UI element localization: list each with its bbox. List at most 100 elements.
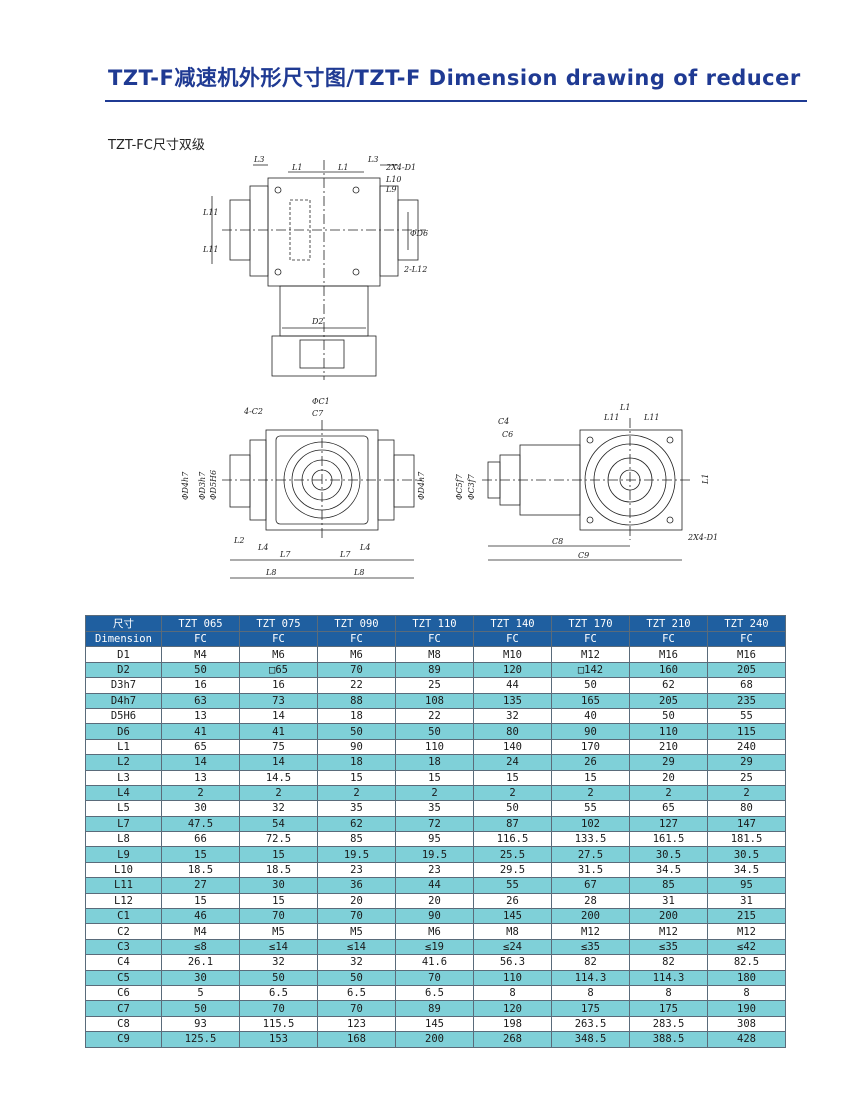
header-cell: FC	[239, 630, 318, 648]
value-cell: 165	[551, 692, 630, 709]
label: L3	[253, 155, 264, 164]
dimension-name-cell: D3h7	[85, 677, 162, 694]
value-cell: □65	[239, 661, 318, 679]
value-cell: 70	[395, 969, 474, 986]
value-cell: 18.5	[161, 861, 240, 879]
label: L4	[359, 543, 370, 552]
value-cell: 55	[707, 707, 786, 725]
label: L3	[367, 155, 378, 164]
value-cell: 35	[317, 800, 396, 817]
value-cell: 348.5	[551, 1031, 630, 1048]
value-cell: 89	[395, 661, 474, 679]
front-view-drawing	[222, 420, 422, 579]
value-cell: 68	[707, 677, 786, 694]
header-cell: FC	[473, 630, 552, 648]
value-cell: ≤35	[551, 938, 630, 956]
value-cell: M16	[629, 646, 708, 663]
value-cell: 210	[629, 738, 708, 756]
value-cell: 14	[239, 754, 318, 771]
value-cell: 32	[239, 800, 318, 817]
header-cell: TZT 065	[161, 615, 240, 632]
label: L1	[619, 403, 630, 412]
header-cell: 尺寸	[85, 615, 162, 632]
label: L11	[202, 245, 219, 254]
value-cell: 145	[473, 908, 552, 925]
label: L8	[353, 568, 364, 577]
value-cell: 15	[551, 769, 630, 786]
label: 4-C2	[243, 407, 263, 416]
side-view-drawing	[482, 418, 690, 561]
value-cell: 19.5	[395, 846, 474, 863]
header-row-models: 尺寸 TZT 065 TZT 075 TZT 090 TZT 110 TZT 1…	[85, 615, 786, 632]
value-cell: 145	[395, 1015, 474, 1033]
dimension-name-cell: C2	[85, 923, 162, 940]
value-cell: 46	[161, 908, 240, 925]
label: L11	[603, 413, 620, 422]
value-cell: M6	[239, 646, 318, 663]
value-cell: 85	[317, 831, 396, 848]
value-cell: 240	[707, 738, 786, 756]
label: L1	[291, 163, 302, 172]
header-cell: TZT 110	[395, 615, 474, 632]
value-cell: 110	[395, 738, 474, 756]
label: L10	[385, 175, 402, 184]
value-cell: 62	[317, 815, 396, 833]
drawing-labels: L3 L1 L1 L3 2X4-D1 L10 L9 L11 L11 ΦD6 2-…	[181, 155, 718, 577]
dimension-name-cell: D2	[85, 661, 162, 679]
header-cell: TZT 210	[629, 615, 708, 632]
dimension-name-cell: C7	[85, 1000, 162, 1017]
label: L7	[339, 550, 351, 559]
header-cell: Dimension	[85, 630, 162, 648]
label: ΦD5H6	[209, 470, 218, 500]
value-cell: 80	[707, 800, 786, 817]
value-cell: M12	[707, 923, 786, 940]
value-cell: 15	[473, 769, 552, 786]
value-cell: 13	[161, 707, 240, 725]
value-cell: M8	[395, 646, 474, 663]
value-cell: 205	[707, 661, 786, 679]
title-underline	[105, 100, 807, 102]
dimension-name-cell: C1	[85, 908, 162, 925]
value-cell: 23	[395, 861, 474, 879]
value-cell: 65	[161, 738, 240, 756]
label: ΦD6	[410, 229, 428, 238]
value-cell: 87	[473, 815, 552, 833]
value-cell: 14	[239, 707, 318, 725]
value-cell: 114.3	[551, 969, 630, 986]
label: L4	[257, 543, 268, 552]
table-row: C3≤8≤14≤14≤19≤24≤35≤35≤42	[85, 938, 786, 956]
label: ΦC5f7	[455, 473, 464, 500]
value-cell: 22	[395, 707, 474, 725]
value-cell: 116.5	[473, 831, 552, 848]
value-cell: 15	[239, 846, 318, 863]
value-cell: ≤14	[239, 938, 318, 956]
value-cell: 2	[473, 784, 552, 802]
value-cell: M16	[707, 646, 786, 663]
value-cell: M6	[317, 646, 396, 663]
value-cell: 175	[629, 1000, 708, 1017]
value-cell: 50	[473, 800, 552, 817]
label: L11	[202, 208, 219, 217]
value-cell: 32	[239, 954, 318, 971]
value-cell: 80	[473, 723, 552, 740]
value-cell: 72.5	[239, 831, 318, 848]
value-cell: 50	[317, 723, 396, 740]
label: C9	[578, 551, 589, 560]
value-cell: 41	[161, 723, 240, 740]
value-cell: □142	[551, 661, 630, 679]
value-cell: 27	[161, 877, 240, 894]
value-cell: 14	[161, 754, 240, 771]
label: ΦD4h7	[417, 471, 426, 500]
value-cell: 308	[707, 1015, 786, 1033]
value-cell: 24	[473, 754, 552, 771]
value-cell: 82	[629, 954, 708, 971]
